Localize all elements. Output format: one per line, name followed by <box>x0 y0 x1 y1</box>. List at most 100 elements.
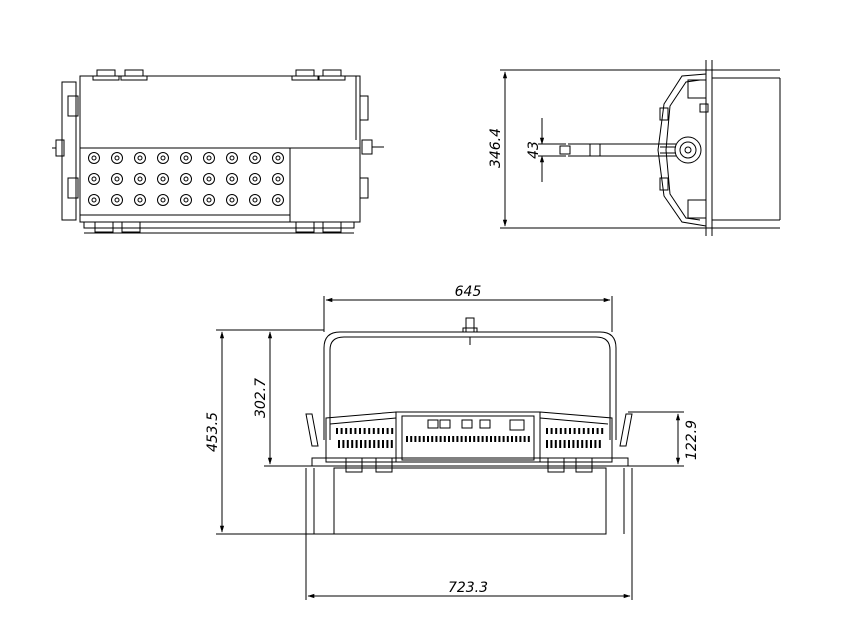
connector-socket <box>134 194 146 206</box>
vent-slot <box>569 428 571 434</box>
connector-socket <box>111 173 123 185</box>
vent-slot <box>527 436 530 442</box>
vent-slot <box>590 440 592 448</box>
vent-slot <box>546 440 548 448</box>
dimension-lines <box>219 71 681 599</box>
vent-slot <box>422 436 425 442</box>
vent-slot <box>386 428 389 434</box>
vent-slot <box>564 428 567 434</box>
connector-socket <box>272 152 284 164</box>
vent-slot <box>377 440 380 448</box>
vent-slot <box>390 440 393 448</box>
vent-slot <box>410 436 413 442</box>
vent-slot <box>572 440 575 448</box>
vent-slot <box>456 436 459 442</box>
vent-slot <box>340 428 343 434</box>
vent-slot <box>364 440 367 448</box>
vent-slot <box>372 428 375 434</box>
connector-pin <box>91 155 97 161</box>
dim-base-width: 723.3 <box>448 580 488 596</box>
vent-slot <box>359 428 361 434</box>
vent-slot <box>345 428 348 434</box>
connector-socket <box>157 194 169 206</box>
connector-pin <box>252 155 258 161</box>
connector-socket <box>157 152 169 164</box>
connector-pin <box>229 155 235 161</box>
connector-pin <box>252 176 258 182</box>
connector-pin <box>91 197 97 203</box>
vent-slot <box>418 436 421 442</box>
vent-slot <box>582 428 585 434</box>
vent-slot <box>349 428 352 434</box>
connector-pin <box>114 176 120 182</box>
vent-slot <box>601 428 604 434</box>
connector-pin <box>137 155 143 161</box>
vent-slot <box>452 436 455 442</box>
connector-pin <box>114 197 120 203</box>
vent-slot <box>377 428 380 434</box>
vent-slot <box>386 440 389 448</box>
vent-slot <box>448 436 450 442</box>
vent-slot <box>576 440 579 448</box>
vent-slot <box>523 436 526 442</box>
connector-socket <box>272 194 284 206</box>
vent-slot <box>346 440 349 448</box>
connector-pin <box>160 155 166 161</box>
dim-total-height: 453.5 <box>205 412 221 452</box>
top-view <box>52 69 384 234</box>
vent-slot <box>581 440 584 448</box>
connector-socket <box>249 173 261 185</box>
vent-slot <box>368 440 371 448</box>
vent-slot <box>515 436 518 442</box>
connector-pin <box>252 197 258 203</box>
vent-slot <box>464 436 467 442</box>
connector-pin <box>206 176 212 182</box>
vent-slot <box>550 440 553 448</box>
connector-pin <box>114 155 120 161</box>
vent-slot <box>519 436 522 442</box>
vent-slot <box>336 428 338 434</box>
connector-socket <box>249 194 261 206</box>
connector-pin <box>275 155 281 161</box>
vent-slot <box>355 440 358 448</box>
vent-slot <box>368 428 371 434</box>
connector-pin <box>160 197 166 203</box>
front-view <box>216 296 684 600</box>
vent-slot <box>568 440 570 448</box>
connector-socket <box>226 173 238 185</box>
vent-slot <box>594 440 597 448</box>
vent-slot <box>506 436 509 442</box>
vent-slot <box>481 436 484 442</box>
connector-pin <box>229 197 235 203</box>
connector-pin <box>275 176 281 182</box>
connector-socket <box>203 173 215 185</box>
vent-slot <box>391 428 394 434</box>
connector-grid <box>88 152 284 206</box>
vent-slot <box>373 440 376 448</box>
vent-slot <box>559 440 562 448</box>
vent-slot <box>578 428 581 434</box>
vent-slot <box>469 436 471 442</box>
vent-slot <box>351 440 354 448</box>
vent-slot <box>598 440 601 448</box>
vent-slot <box>563 440 566 448</box>
connector-socket <box>203 194 215 206</box>
vent-slot <box>550 428 553 434</box>
vent-slot <box>546 428 548 434</box>
connector-socket <box>180 194 192 206</box>
connector-socket <box>180 152 192 164</box>
connector-pin <box>183 197 189 203</box>
vent-slot <box>559 428 562 434</box>
connector-socket <box>88 152 100 164</box>
vent-slot <box>494 436 497 442</box>
vent-slot <box>382 428 384 434</box>
vent-slot <box>596 428 599 434</box>
vent-slot <box>511 436 513 442</box>
connector-socket <box>272 173 284 185</box>
connector-socket <box>157 173 169 185</box>
vent-slot <box>477 436 480 442</box>
connector-socket <box>134 173 146 185</box>
connector-pin <box>91 176 97 182</box>
connector-socket <box>226 194 238 206</box>
vent-slot <box>502 436 505 442</box>
